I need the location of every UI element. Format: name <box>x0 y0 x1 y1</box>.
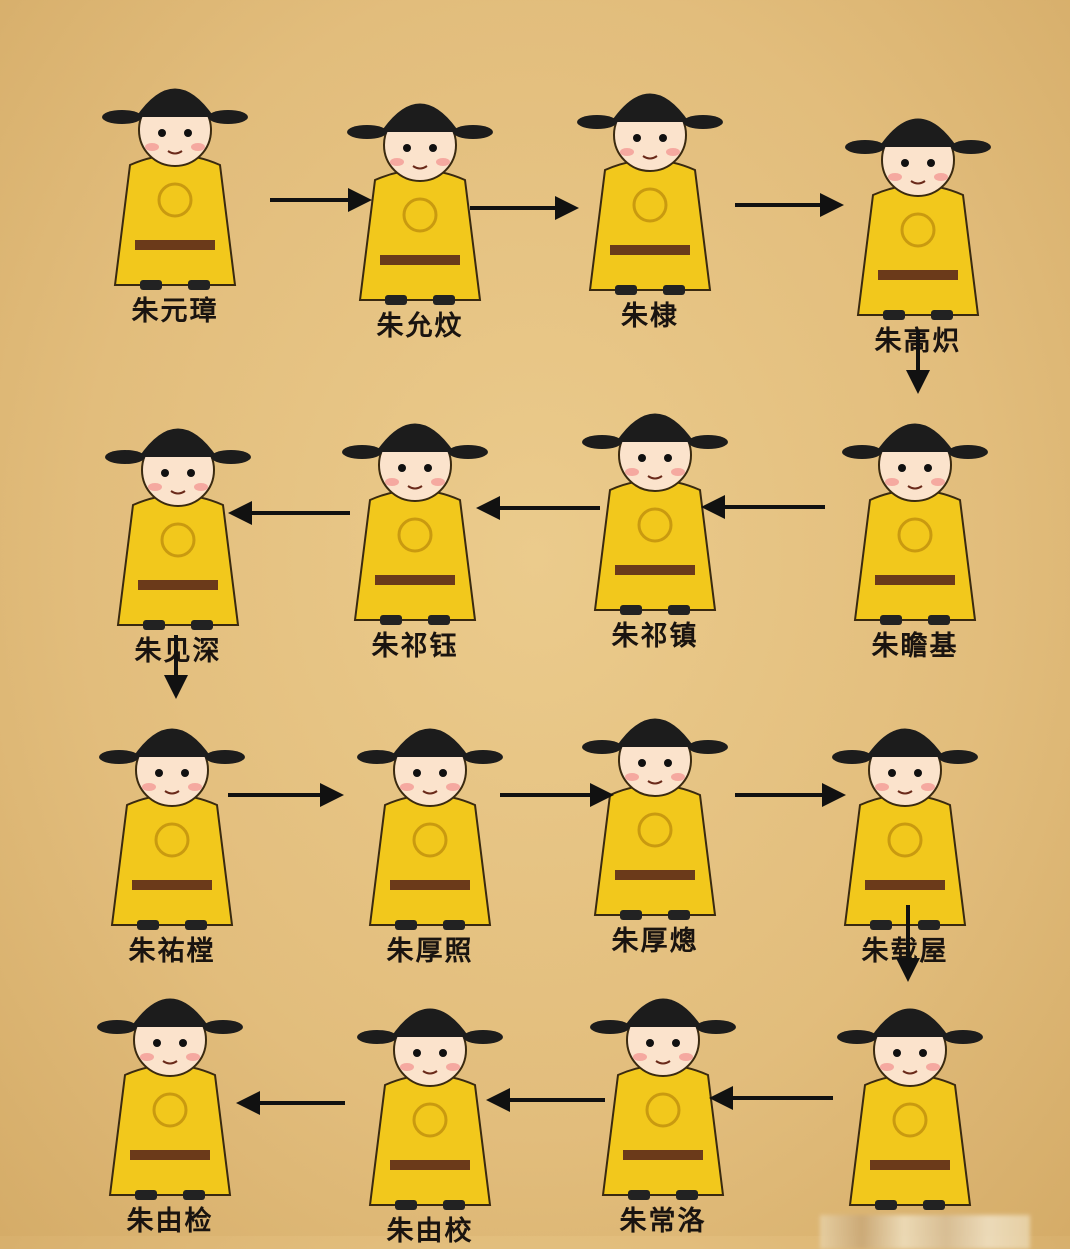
emperor-node: 朱由检 <box>80 965 260 1239</box>
emperor-name: 朱祐樘 <box>128 936 216 967</box>
emperor-figure <box>842 423 988 625</box>
emperor-name: 朱见深 <box>134 636 222 667</box>
emperor-figure <box>582 718 728 920</box>
emperor-node: 朱棣 <box>560 60 740 334</box>
emperor-name: 朱棣 <box>621 301 679 332</box>
emperor-node: 朱厚熜 <box>565 685 745 959</box>
emperor-figure <box>845 118 991 320</box>
blurred-watermark <box>820 1215 1030 1249</box>
emperor-node: 朱元璋 <box>85 55 265 329</box>
emperor-name: 朱由校 <box>386 1216 474 1247</box>
emperor-node: 朱允炆 <box>330 70 510 344</box>
emperor-name: 朱元璋 <box>131 296 219 327</box>
emperor-name: 朱厚熜 <box>611 926 699 957</box>
emperor-node: 朱高炽 <box>828 85 1008 359</box>
emperor-name: 朱高炽 <box>874 326 962 357</box>
emperor-node: 朱常洛 <box>573 965 753 1239</box>
emperor-name: 朱祁镇 <box>611 621 699 652</box>
emperor-node: 朱由校 <box>340 975 520 1249</box>
emperor-figure <box>97 998 243 1200</box>
emperor-figure <box>590 998 736 1200</box>
emperor-figure <box>832 728 978 930</box>
emperor-node: 朱祐樘 <box>82 695 262 969</box>
emperor-figure <box>582 413 728 615</box>
emperor-figure <box>342 423 488 625</box>
emperor-name: 朱载屋 <box>861 936 949 967</box>
emperor-figure <box>837 1008 983 1210</box>
emperor-figure <box>102 88 248 290</box>
emperor-node: 朱见深 <box>88 395 268 669</box>
emperor-figure <box>347 103 493 305</box>
emperor-figure <box>357 728 503 930</box>
emperor-name: 朱允炆 <box>376 311 464 342</box>
emperor-figure <box>357 1008 503 1210</box>
emperor-node <box>820 975 1030 1249</box>
emperor-figure <box>105 428 251 630</box>
emperor-node: 朱厚照 <box>340 695 520 969</box>
emperor-name: 朱瞻基 <box>871 631 959 662</box>
emperor-node: 朱祁钰 <box>325 390 505 664</box>
emperor-name: 朱常洛 <box>619 1206 707 1237</box>
emperor-figure <box>577 93 723 295</box>
emperor-name: 朱由检 <box>126 1206 214 1237</box>
emperor-node: 朱祁镇 <box>565 380 745 654</box>
emperor-name: 朱厚照 <box>386 936 474 967</box>
emperor-node: 朱载屋 <box>815 695 995 969</box>
emperor-name: 朱祁钰 <box>371 631 459 662</box>
emperor-figure <box>99 728 245 930</box>
emperor-node: 朱瞻基 <box>825 390 1005 664</box>
